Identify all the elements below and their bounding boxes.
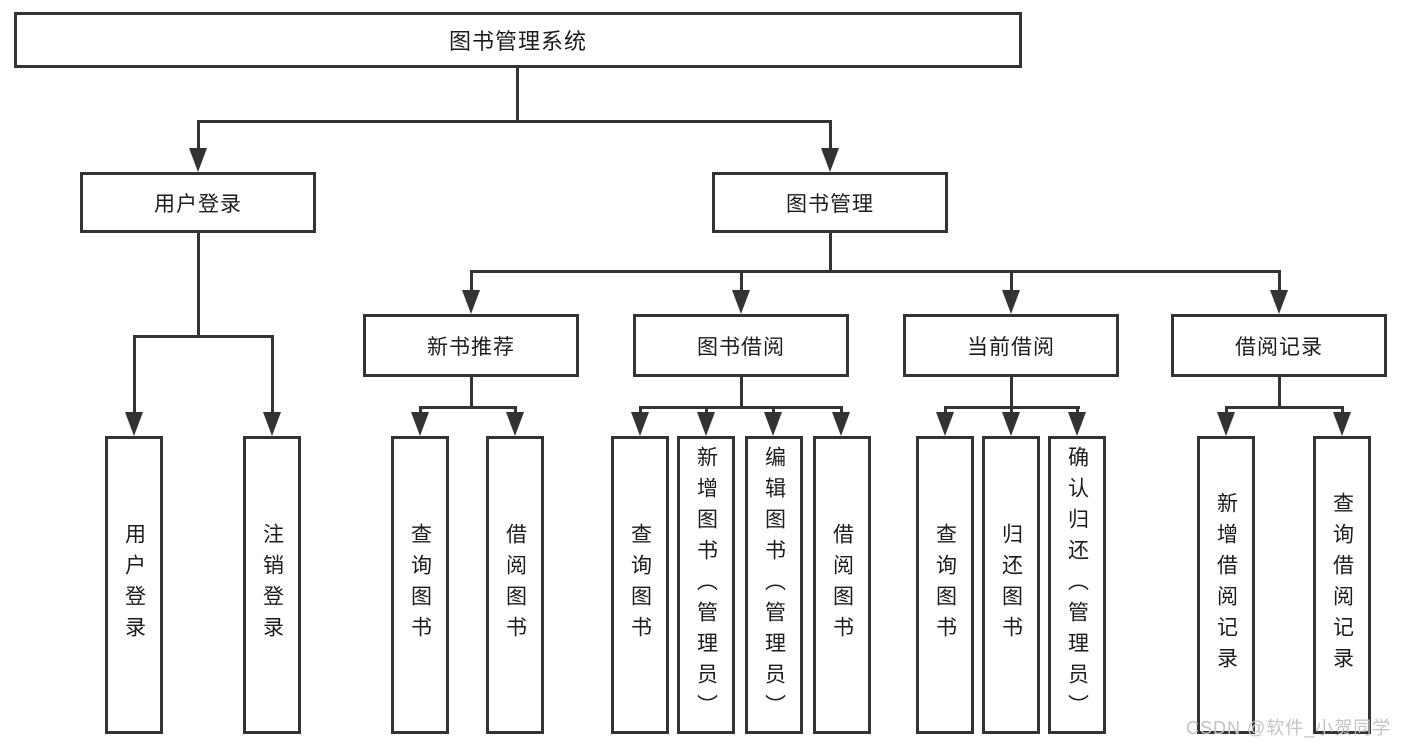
node-new-book-recommend: 新书推荐 xyxy=(363,314,579,377)
node-current-borrowing: 当前借阅 xyxy=(903,314,1119,377)
arrow-down-icon xyxy=(1002,412,1020,436)
connector-line xyxy=(772,406,775,414)
node-label: 借阅记录 xyxy=(1235,335,1323,359)
connector-line xyxy=(740,270,743,292)
leaf-borrowing-query-books: 查询图书 xyxy=(611,436,669,734)
node-label: 查询图书 xyxy=(408,523,432,647)
node-library-management-system: 图书管理系统 xyxy=(14,12,1022,68)
leaf-user-login: 用户登录 xyxy=(105,436,163,734)
node-label: 用户登录 xyxy=(154,192,242,216)
node-label: 查询借阅记录 xyxy=(1330,492,1354,678)
connector-line xyxy=(1225,406,1344,409)
arrow-down-icon xyxy=(1333,412,1351,436)
node-label: 用户登录 xyxy=(122,523,146,647)
leaf-recommend-query-books: 查询图书 xyxy=(391,436,449,734)
connector-line xyxy=(1278,377,1281,409)
arrow-down-icon xyxy=(462,290,480,314)
arrow-down-icon xyxy=(1068,412,1086,436)
node-label: 注销登录 xyxy=(260,523,284,647)
connector-line xyxy=(740,377,743,409)
connector-line xyxy=(470,270,1281,273)
node-user-login: 用户登录 xyxy=(80,172,316,233)
arrow-down-icon xyxy=(1270,290,1288,314)
node-book-borrowing: 图书借阅 xyxy=(633,314,849,377)
arrow-down-icon xyxy=(263,412,281,436)
node-label: 归还图书 xyxy=(999,523,1023,647)
leaf-current-query-books: 查询图书 xyxy=(916,436,974,734)
node-label: 新增借阅记录 xyxy=(1214,492,1238,678)
connector-line xyxy=(829,120,832,150)
node-label: 新书推荐 xyxy=(427,335,515,359)
arrow-down-icon xyxy=(732,290,750,314)
arrow-down-icon xyxy=(936,412,954,436)
csdn-watermark: CSDN @软件_小贺同学 xyxy=(1186,718,1392,738)
leaf-confirm-return-admin: 确认归还（管理员） xyxy=(1048,436,1106,734)
connector-line xyxy=(197,232,200,337)
leaf-add-borrow-record: 新增借阅记录 xyxy=(1197,436,1255,734)
connector-line xyxy=(1076,406,1079,414)
node-label: 借阅图书 xyxy=(503,523,527,647)
node-label: 当前借阅 xyxy=(967,335,1055,359)
node-label: 编辑图书（管理员） xyxy=(762,445,786,725)
connector-line xyxy=(639,406,642,414)
node-label: 查询图书 xyxy=(628,523,652,647)
leaf-add-books-admin: 新增图书（管理员） xyxy=(677,436,735,734)
connector-line xyxy=(1225,406,1228,414)
connector-line xyxy=(944,406,947,414)
arrow-down-icon xyxy=(506,412,524,436)
connector-line xyxy=(829,232,832,273)
arrow-down-icon xyxy=(411,412,429,436)
node-label: 借阅图书 xyxy=(830,523,854,647)
connector-line xyxy=(133,335,274,338)
connector-line xyxy=(197,120,831,123)
leaf-logout: 注销登录 xyxy=(243,436,301,734)
leaf-return-books: 归还图书 xyxy=(982,436,1040,734)
connector-line xyxy=(516,68,519,120)
connector-line xyxy=(1278,270,1281,292)
arrow-down-icon xyxy=(1217,412,1235,436)
node-book-management: 图书管理 xyxy=(712,172,948,233)
connector-line xyxy=(419,406,422,414)
node-label: 图书借阅 xyxy=(697,335,785,359)
arrow-down-icon xyxy=(697,412,715,436)
connector-line xyxy=(271,335,274,414)
connector-line xyxy=(419,406,517,409)
connector-line xyxy=(705,406,708,414)
arrow-down-icon xyxy=(1002,290,1020,314)
connector-line xyxy=(1010,377,1013,409)
arrow-down-icon xyxy=(821,148,839,172)
connector-line xyxy=(1010,270,1013,292)
connector-line xyxy=(470,270,473,292)
connector-line xyxy=(840,406,843,414)
arrow-down-icon xyxy=(832,412,850,436)
connector-line xyxy=(197,120,200,150)
arrow-down-icon xyxy=(631,412,649,436)
leaf-borrowing-borrow-books: 借阅图书 xyxy=(813,436,871,734)
leaf-recommend-borrow-books: 借阅图书 xyxy=(486,436,544,734)
connector-line xyxy=(133,335,136,414)
connector-line xyxy=(514,406,517,414)
connector-line xyxy=(1341,406,1344,414)
connector-line xyxy=(639,406,843,409)
arrow-down-icon xyxy=(189,148,207,172)
connector-line xyxy=(1010,406,1013,414)
node-label: 图书管理系统 xyxy=(448,29,587,54)
leaf-query-borrow-record: 查询借阅记录 xyxy=(1313,436,1371,734)
leaf-edit-books-admin: 编辑图书（管理员） xyxy=(745,436,803,734)
node-label: 确认归还（管理员） xyxy=(1065,445,1089,725)
arrow-down-icon xyxy=(764,412,782,436)
node-borrowing-records: 借阅记录 xyxy=(1171,314,1387,377)
node-label: 图书管理 xyxy=(786,192,874,216)
node-label: 新增图书（管理员） xyxy=(694,445,718,725)
connector-line xyxy=(470,377,473,409)
arrow-down-icon xyxy=(125,412,143,436)
node-label: 查询图书 xyxy=(933,523,957,647)
